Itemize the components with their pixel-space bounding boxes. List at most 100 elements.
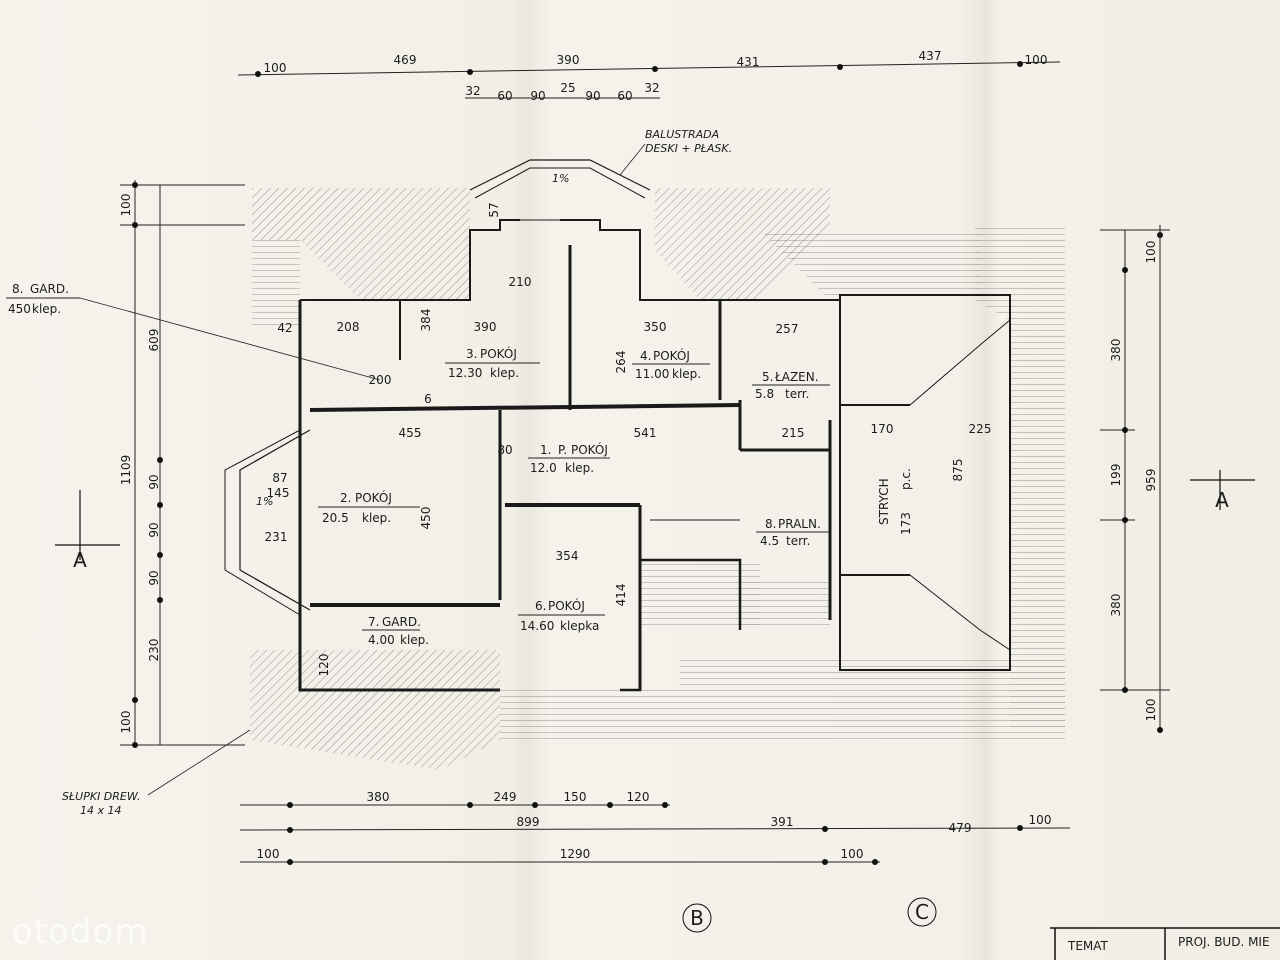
dimension-lines [120, 61, 1170, 863]
dim-text: 959 [1144, 469, 1158, 492]
dim-text: 609 [147, 329, 161, 352]
svg-text:klep.: klep. [362, 511, 391, 525]
dim-text: 354 [556, 549, 579, 563]
section-marker-c: C [907, 897, 937, 927]
dim-text: 80 [497, 443, 512, 457]
room-1-label: 1. P. POKÓJ 12.0 klep. [528, 442, 610, 475]
svg-text:klep.: klep. [490, 366, 519, 380]
project-title: PROJ. BUD. MIE [1178, 935, 1270, 949]
dim-text: 1109 [119, 455, 133, 486]
svg-text:terr.: terr. [785, 387, 809, 401]
dim-text: 455 [399, 426, 422, 440]
slupki-label: SŁUPKI DREW. [62, 790, 140, 803]
svg-text:7.: 7. [368, 615, 379, 629]
svg-text:B: B [690, 906, 704, 930]
dim-text: 875 [951, 459, 965, 482]
dim-text: 249 [494, 790, 517, 804]
svg-text:12.30: 12.30 [448, 366, 482, 380]
dim-text: 215 [782, 426, 805, 440]
svg-text:8.: 8. [12, 282, 23, 296]
dim-text: 6 [424, 392, 432, 406]
svg-text:POKÓJ: POKÓJ [548, 598, 585, 613]
temat-label: TEMAT [1067, 939, 1109, 953]
dim-text: 380 [367, 790, 390, 804]
dim-text: 120 [317, 654, 331, 677]
svg-text:450: 450 [8, 302, 31, 316]
room-6-label: 6. POKÓJ 14.60 klepka [518, 598, 605, 633]
annotations: BALUSTRADA DESKI + PŁASK. SŁUPKI DREW. 1… [62, 128, 732, 817]
dim-text: 380 [1109, 594, 1123, 617]
svg-text:ŁAZEN.: ŁAZEN. [774, 370, 819, 384]
dim-text: 100 [264, 61, 287, 75]
dim-text: 384 [419, 309, 433, 332]
top-dimension-row-1: 100 469 390 431 437 100 [264, 49, 1048, 75]
room-3-label: 3. POKÓJ 12.30 klep. [445, 346, 540, 380]
dim-text: 87 [272, 471, 287, 485]
svg-text:terr.: terr. [786, 534, 810, 548]
dim-text: 100 [1025, 53, 1048, 67]
slope-label: 1% [256, 495, 273, 508]
top-dimension-row-2: 32 60 90 25 90 60 32 [465, 81, 659, 103]
dim-text: 390 [557, 53, 580, 67]
svg-text:6.: 6. [535, 599, 546, 613]
dim-text: 208 [337, 320, 360, 334]
title-block: TEMAT PROJ. BUD. MIE [1050, 927, 1280, 960]
room-4-label: 4. POKÓJ 11.00 klep. [632, 348, 710, 381]
dim-text: 32 [644, 81, 659, 95]
dim-text: 150 [564, 790, 587, 804]
dim-text: 100 [1144, 699, 1158, 722]
dim-text: 431 [737, 55, 760, 69]
dim-text: 25 [560, 81, 575, 95]
dim-text: 414 [614, 584, 628, 607]
balustrada-label: BALUSTRADA [645, 128, 719, 141]
svg-text:POKÓJ: POKÓJ [480, 346, 517, 361]
room-7-label: 7. GARD. 4.00 klep. [362, 615, 429, 647]
room-8-label: 8. PRALN. 4.5 terr. [756, 517, 830, 548]
dim-text: 230 [147, 639, 161, 662]
svg-text:11.00: 11.00 [635, 367, 669, 381]
svg-text:GARD.: GARD. [30, 282, 69, 296]
interior-dimensions: 210 208 390 350 257 455 541 215 170 225 … [265, 202, 992, 676]
dim-text: 391 [771, 815, 794, 829]
roof-hatching [250, 188, 1065, 770]
svg-text:klep.: klep. [400, 633, 429, 647]
svg-text:POKÓJ: POKÓJ [355, 490, 392, 505]
dim-text: 100 [119, 711, 133, 734]
svg-text:p.c.: p.c. [899, 468, 913, 490]
dim-text: 100 [841, 847, 864, 861]
bottom-dimension-row-2: 899 391 479 100 [517, 813, 1052, 835]
section-markers: A A B C [55, 470, 1255, 933]
svg-text:STRYCH: STRYCH [877, 478, 891, 525]
dim-text: 100 [257, 847, 280, 861]
walls [224, 159, 1011, 692]
room-2-label: 2. POKÓJ 20.5 klep. [318, 490, 420, 525]
strych-label: STRYCH p.c. 173 [877, 468, 913, 535]
svg-text:4.00: 4.00 [368, 633, 395, 647]
dim-text: 350 [644, 320, 667, 334]
dim-text: 541 [634, 426, 657, 440]
svg-text:20.5: 20.5 [322, 511, 349, 525]
dim-text: 479 [949, 821, 972, 835]
svg-text:P. POKÓJ: P. POKÓJ [558, 442, 608, 457]
bottom-dimension-row-1: 380 249 150 120 [367, 790, 650, 804]
dim-text: 231 [265, 530, 288, 544]
svg-text:A: A [1215, 488, 1229, 512]
dim-text: 90 [530, 89, 545, 103]
slupki-size-label: 14 x 14 [80, 804, 122, 817]
svg-text:POKÓJ: POKÓJ [653, 348, 690, 363]
dim-text: 264 [614, 351, 628, 374]
dim-text: 145 [267, 486, 290, 500]
dim-text: 469 [394, 53, 417, 67]
dim-text: 32 [465, 84, 480, 98]
dim-text: 1290 [560, 847, 591, 861]
svg-text:klep.: klep. [565, 461, 594, 475]
dim-text: 450 [419, 507, 433, 530]
dim-text: 257 [776, 322, 799, 336]
watermark-logo: otodom [12, 912, 149, 952]
svg-text:5.8: 5.8 [755, 387, 774, 401]
svg-text:GARD.: GARD. [382, 615, 421, 629]
svg-text:2.: 2. [340, 491, 351, 505]
room-labels: 1. P. POKÓJ 12.0 klep. 2. POKÓJ 20.5 kle… [6, 282, 913, 647]
